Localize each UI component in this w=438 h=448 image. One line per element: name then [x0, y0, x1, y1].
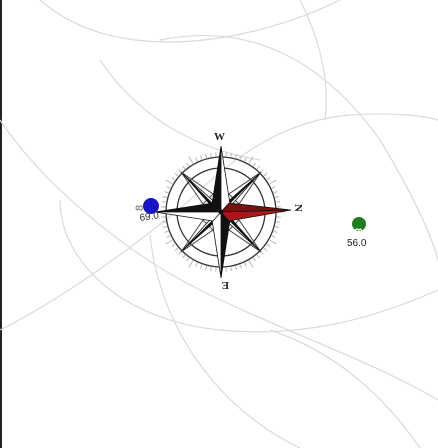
compass-tick — [276, 201, 281, 203]
compass-label-west: W — [214, 131, 225, 143]
compass-tick — [248, 260, 254, 268]
compass-tick — [269, 239, 277, 245]
compass-tick — [248, 156, 254, 164]
compass-tick — [266, 177, 271, 181]
curve-line — [299, 0, 327, 121]
green-marker-dot — [352, 217, 366, 231]
green-marker-label: 56.0 — [347, 238, 367, 249]
compass-tick — [165, 239, 173, 245]
compass-tick — [186, 257, 190, 262]
curve-line — [0, 113, 438, 331]
compass-label-east: E — [222, 279, 229, 291]
compass-tick — [244, 157, 247, 162]
compass-tick — [166, 235, 171, 238]
compass-tick — [210, 152, 212, 157]
compass-tick — [161, 201, 166, 203]
compass-cardinal-points — [154, 145, 292, 279]
compass-tick — [274, 226, 280, 229]
compass-tick — [230, 267, 232, 272]
green-marker-number: 8 — [352, 228, 363, 234]
curve-line — [99, 59, 261, 161]
curve-line — [39, 0, 341, 43]
left-border — [0, 0, 2, 448]
blue-marker-number: 8 — [134, 205, 146, 211]
compass-tick — [263, 173, 268, 177]
compass-tick — [274, 195, 280, 198]
compass-tick — [200, 264, 203, 269]
blue-marker-dot — [143, 198, 159, 214]
compass-tick — [188, 156, 194, 164]
compass-tick — [239, 264, 242, 269]
compass-tick — [269, 179, 277, 185]
compass-tick — [195, 157, 198, 162]
compass-tick — [188, 260, 194, 268]
compass-tick — [271, 235, 276, 238]
curve-line — [159, 35, 438, 261]
compass-tick — [276, 221, 281, 223]
compass-tick — [244, 262, 247, 267]
compass-tick — [260, 251, 264, 255]
compass-tick — [165, 179, 173, 185]
compass-tick — [204, 265, 207, 271]
compass-tick — [204, 153, 207, 159]
compass-tick — [235, 265, 238, 271]
compass-label-north: N — [292, 204, 304, 212]
compass-tick — [164, 230, 169, 233]
compass-tick — [200, 155, 203, 160]
compass-tick — [171, 243, 176, 247]
compass-tick — [166, 186, 171, 189]
compass-tick — [178, 251, 182, 255]
compass-tick — [273, 191, 278, 194]
compass-tick — [230, 152, 232, 157]
compass-diagonal-points — [182, 173, 260, 251]
compass-rose: W N E — [154, 131, 304, 291]
compass-tick — [174, 173, 179, 177]
compass-tick — [256, 254, 260, 259]
compass-tick — [186, 162, 190, 167]
compass-tick — [252, 162, 256, 167]
compass-tick — [266, 243, 271, 247]
compass-tick — [161, 221, 166, 223]
blue-marker[interactable]: 8 69.0 — [134, 198, 160, 224]
blue-marker-label: 69.0 — [139, 210, 160, 224]
compass-tick — [239, 155, 242, 160]
compass-tick — [256, 165, 260, 170]
curve-line — [149, 234, 301, 448]
compass-tick — [171, 177, 176, 181]
compass-tick — [235, 153, 238, 159]
compass-tick — [210, 267, 212, 272]
compass-tick — [195, 262, 198, 267]
compass-tick-ring — [157, 148, 285, 276]
compass-center — [218, 209, 224, 215]
compass-tick — [252, 257, 256, 262]
curve-line — [269, 329, 421, 448]
compass-tick — [182, 165, 186, 170]
curve-line — [0, 119, 438, 401]
compass-tick — [271, 186, 276, 189]
curve-line — [59, 199, 438, 333]
compass-tick — [182, 254, 186, 259]
compass-tick — [162, 195, 168, 198]
compass-tick — [174, 247, 179, 251]
compass-tick — [263, 247, 268, 251]
compass-tick — [178, 169, 182, 173]
compass-tick — [273, 230, 278, 233]
compass-tick — [164, 191, 169, 194]
green-marker[interactable]: 8 56.0 — [347, 217, 367, 249]
compass-tick — [260, 169, 264, 173]
compass-tick — [162, 226, 168, 229]
